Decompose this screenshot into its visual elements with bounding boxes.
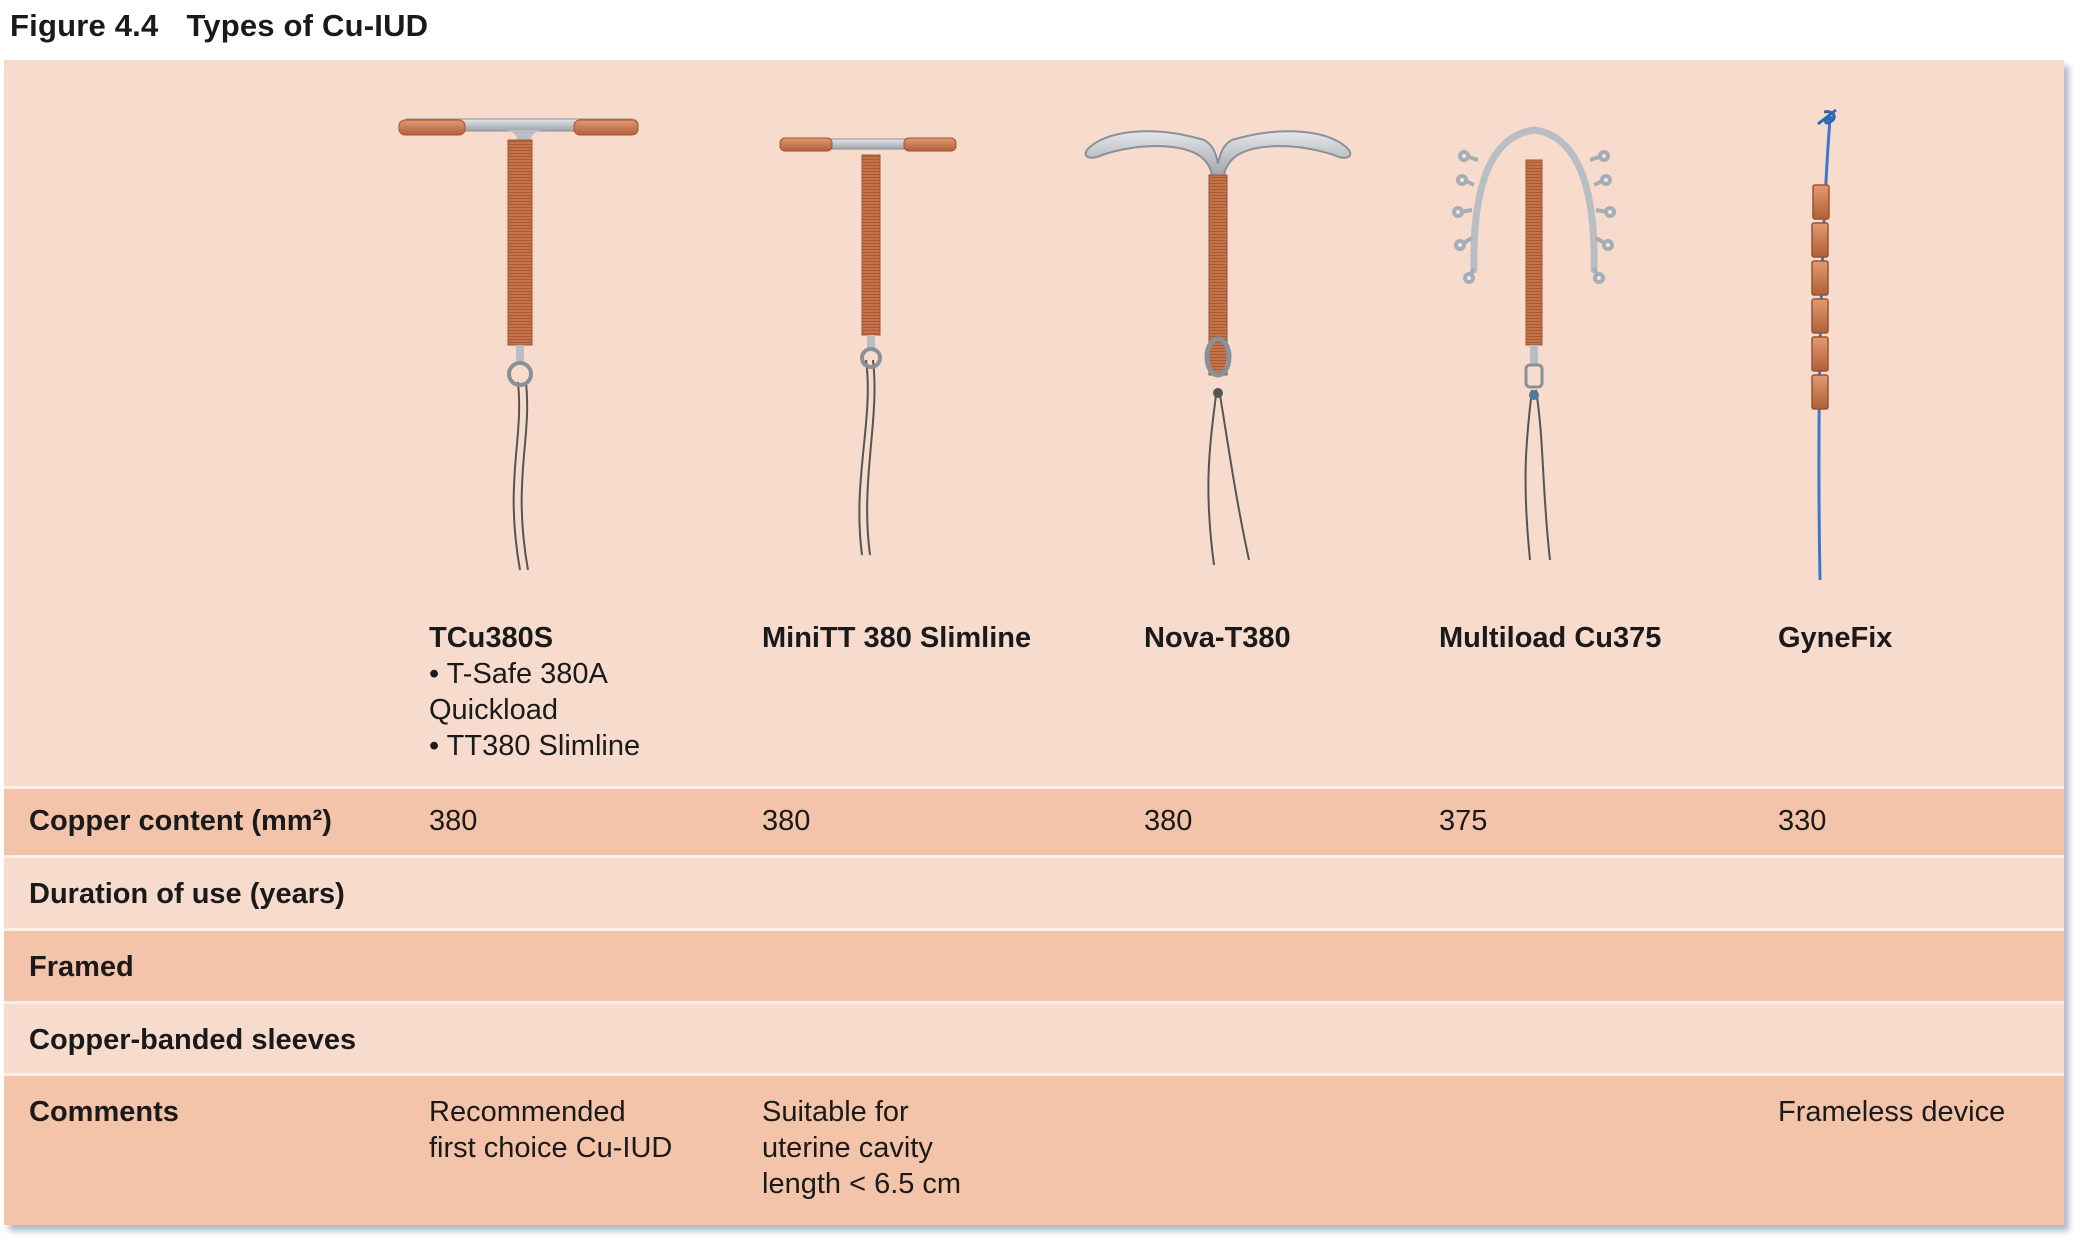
tcu380s-icon [398, 118, 639, 571]
figure-panel: TCu380S • T-Safe 380A Quickload • TT380 … [4, 60, 2064, 1225]
row-label: Comments [29, 1096, 179, 1128]
minitt-380-slimline-icon [779, 137, 957, 556]
row-label: Copper content (mm²) [29, 805, 332, 837]
device-name-multiload: Multiload Cu375 [1439, 622, 1662, 654]
nova-t380-icon [1084, 130, 1352, 566]
table-row-duration: Duration of use (years) [4, 855, 2064, 928]
row-label: Duration of use (years) [29, 878, 345, 910]
figure-number: Figure 4.4 [10, 8, 159, 43]
table-cell: Suitable for uterine cavity length < 6.5… [762, 1096, 962, 1200]
device-variant: Quickload [429, 694, 558, 726]
figure-title: Figure 4.4 Types of Cu-IUD [10, 8, 428, 44]
table-row-comments: Comments Recommended first choice Cu-IUD… [4, 1073, 2064, 1225]
device-name-nova-t380: Nova-T380 [1144, 622, 1291, 654]
device-name-gynefix: GyneFix [1778, 622, 1893, 654]
table-cell: 375 [1439, 805, 1488, 837]
row-label: Framed [29, 951, 134, 983]
device-illustrations [398, 108, 1837, 581]
table-cell: 380 [762, 805, 811, 837]
gynefix-icon [1811, 108, 1837, 581]
table-cell: Recommended first choice Cu-IUD [429, 1096, 673, 1164]
device-name-minitt: MiniTT 380 Slimline [762, 622, 1032, 654]
table-cell: 380 [429, 805, 478, 837]
table-row-copper-banded-sleeves: Copper-banded sleeves [4, 1001, 2064, 1073]
figure-caption: Types of Cu-IUD [186, 8, 429, 43]
multiload-cu375-icon [1452, 126, 1616, 561]
table-cell: 380 [1144, 805, 1193, 837]
row-label: Copper-banded sleeves [29, 1024, 357, 1056]
device-name-tcu380s: TCu380S • T-Safe 380A Quickload • TT380 … [429, 620, 640, 764]
table-row-copper-content: Copper content (mm²) 380 380 380 375 330 [4, 786, 2064, 855]
device-name: TCu380S [429, 622, 554, 654]
table-cell: 330 [1778, 805, 1827, 837]
table-cell: Frameless device [1778, 1096, 2006, 1128]
device-variant: • TT380 Slimline [429, 730, 641, 762]
device-variant: • T-Safe 380A [429, 658, 608, 690]
table-row-framed: Framed [4, 928, 2064, 1001]
